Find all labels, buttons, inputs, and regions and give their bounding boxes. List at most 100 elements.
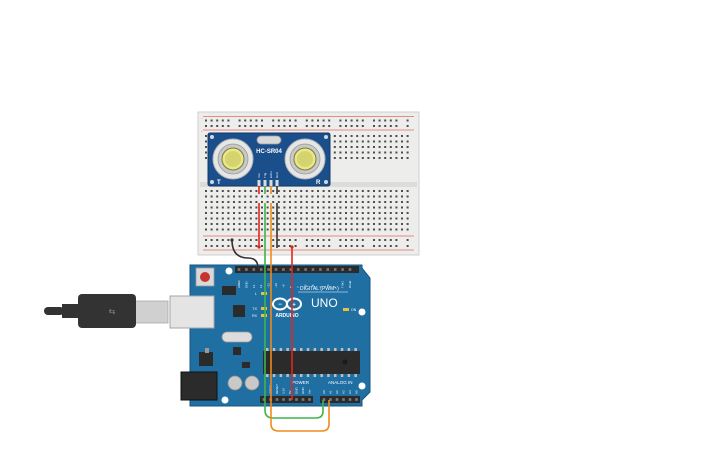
wire-gnd-to-arduino[interactable] bbox=[231, 239, 259, 269]
breadboard-hole bbox=[289, 212, 291, 214]
power-pin-header[interactable] bbox=[260, 396, 313, 403]
chip-pin bbox=[286, 374, 289, 377]
breadboard-hole bbox=[395, 151, 398, 154]
breadboard-hole bbox=[395, 212, 398, 214]
breadboard-hole bbox=[221, 125, 224, 127]
wires[interactable] bbox=[230, 186, 330, 432]
breadboard-hole bbox=[395, 125, 398, 127]
breadboard-hole bbox=[395, 239, 398, 241]
svg-text:+: + bbox=[292, 303, 296, 309]
pin-trig[interactable] bbox=[263, 180, 267, 186]
led-on bbox=[343, 308, 349, 311]
breadboard-hole bbox=[345, 151, 347, 154]
breadboard-hole bbox=[367, 140, 370, 143]
breadboard-hole bbox=[328, 201, 331, 203]
chip-pin bbox=[266, 374, 269, 377]
wire-trig[interactable] bbox=[264, 203, 324, 419]
breadboard-hole bbox=[283, 223, 286, 225]
header-hole bbox=[288, 398, 292, 401]
ultrasonic-sensor[interactable]: HC-SR04 T R Vcc Trig Echo Gnd bbox=[207, 132, 331, 187]
breadboard-hole bbox=[255, 190, 258, 192]
breadboard-hole bbox=[210, 239, 213, 241]
breadboard-hole bbox=[277, 125, 280, 127]
breadboard-hole bbox=[350, 151, 353, 154]
breadboard-hole bbox=[356, 239, 359, 241]
breadboard-hole bbox=[389, 195, 392, 198]
breadboard-bottom-rail-holes bbox=[205, 239, 409, 247]
wire-echo[interactable] bbox=[270, 203, 330, 432]
breadboard-hole bbox=[289, 190, 291, 192]
breadboard-hole bbox=[350, 212, 353, 214]
model-label: UNO bbox=[311, 296, 338, 310]
pin-vcc[interactable] bbox=[257, 180, 261, 186]
breadboard-hole bbox=[333, 206, 336, 209]
breadboard-hole bbox=[406, 206, 409, 209]
led-label-tx: TX bbox=[253, 307, 258, 311]
breadboard-hole bbox=[356, 119, 359, 122]
breadboard-hole bbox=[406, 212, 409, 214]
digital-pin-label: ~6 bbox=[304, 284, 308, 288]
breadboard-hole bbox=[261, 119, 263, 122]
breadboard-hole bbox=[261, 245, 263, 247]
breadboard-hole bbox=[345, 190, 347, 192]
breadboard-hole bbox=[317, 119, 319, 122]
breadboard-hole bbox=[305, 119, 308, 122]
breadboard-hole bbox=[205, 201, 207, 203]
breadboard-hole bbox=[289, 119, 291, 122]
breadboard-terminal-holes bbox=[205, 135, 409, 231]
header-hole bbox=[289, 268, 293, 271]
breadboard-hole bbox=[406, 119, 409, 122]
breadboard-hole bbox=[266, 206, 269, 209]
pin-gnd[interactable] bbox=[275, 180, 279, 186]
breadboard-hole bbox=[210, 212, 213, 214]
breadboard-hole bbox=[244, 201, 247, 203]
breadboard-hole bbox=[205, 228, 207, 231]
breadboard-hole bbox=[356, 195, 359, 198]
breadboard-hole bbox=[227, 245, 230, 247]
breadboard-hole bbox=[333, 195, 336, 198]
breadboard-hole bbox=[384, 206, 387, 209]
breadboard-hole bbox=[406, 228, 409, 231]
breadboard-hole bbox=[395, 195, 398, 198]
breadboard-hole bbox=[300, 195, 303, 198]
breadboard-hole bbox=[205, 223, 207, 225]
breadboard-hole bbox=[227, 195, 230, 198]
header-hole bbox=[304, 268, 307, 271]
chip-pin bbox=[313, 374, 317, 377]
breadboard-hole bbox=[356, 135, 359, 137]
breadboard-hole bbox=[216, 125, 219, 127]
breadboard-hole bbox=[333, 223, 336, 225]
breadboard-hole bbox=[339, 239, 342, 241]
breadboard-hole bbox=[266, 217, 269, 220]
breadboard-hole bbox=[272, 206, 275, 209]
digital-pin-label: ~9 bbox=[281, 284, 285, 288]
power-header-label: POWER bbox=[292, 380, 310, 385]
reset-button[interactable] bbox=[195, 267, 215, 287]
analog-pin-header[interactable] bbox=[320, 396, 360, 403]
breadboard-hole bbox=[283, 119, 286, 122]
breadboard-hole bbox=[350, 239, 353, 241]
breadboard-hole bbox=[216, 228, 219, 231]
pin-label-trig: Trig bbox=[263, 173, 267, 178]
breadboard-hole bbox=[339, 206, 342, 209]
breadboard-hole bbox=[406, 125, 409, 127]
led-label-on: ON bbox=[351, 308, 357, 312]
usb-cable[interactable]: ⇆ bbox=[44, 294, 169, 328]
capacitor bbox=[227, 375, 243, 391]
chip-pin bbox=[327, 374, 330, 377]
breadboard-hole bbox=[395, 190, 398, 192]
mount-hole bbox=[324, 135, 328, 139]
chip-pin bbox=[354, 374, 357, 377]
breadboard-hole bbox=[367, 190, 370, 192]
breadboard-hole bbox=[210, 245, 213, 247]
breadboard-hole bbox=[328, 125, 331, 127]
breadboard-hole bbox=[345, 119, 347, 122]
breadboard-hole bbox=[339, 146, 342, 148]
breadboard-hole bbox=[255, 228, 258, 231]
breadboard-hole bbox=[406, 223, 409, 225]
pin-echo[interactable] bbox=[269, 180, 273, 186]
breadboard-hole bbox=[261, 217, 263, 220]
breadboard-hole bbox=[350, 245, 353, 247]
